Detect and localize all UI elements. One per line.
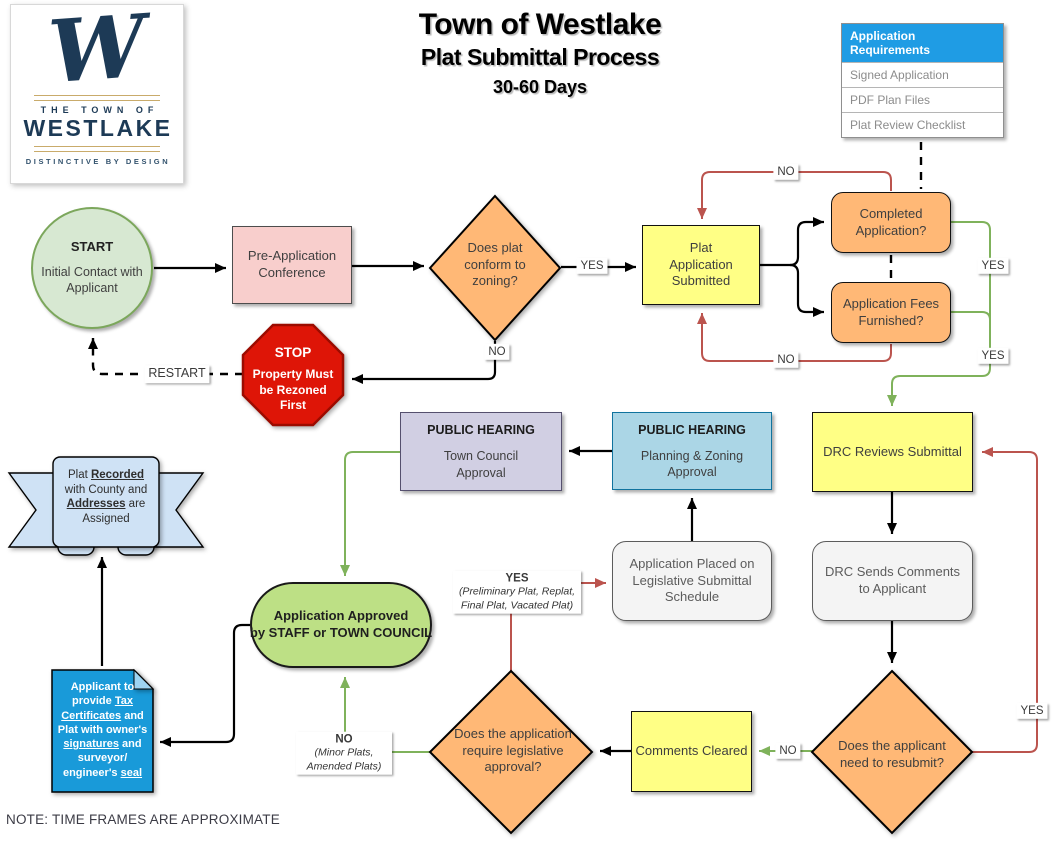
requirements-header: Application Requirements [842, 24, 1003, 62]
stop-title: STOP [274, 345, 312, 360]
applicant-document-node [51, 668, 155, 793]
edge-resubmit-yes-loop [972, 447, 1038, 753]
resubmit-decision-node [810, 669, 974, 835]
edge-council-to-approved [340, 451, 400, 576]
pre-application-node: Pre-Application Conference [232, 226, 352, 304]
requirement-item: Signed Application [842, 62, 1003, 87]
stop-node [241, 323, 345, 427]
label-no-legislative: NO (Minor Plats, Amended Plats) [296, 731, 392, 775]
start-subtitle: Initial Contact with Applicant [41, 265, 143, 296]
hearing-pz-node: PUBLIC HEARING Planning & Zoning Approva… [612, 412, 772, 490]
resubmit-decision-shape [810, 669, 974, 835]
start-title: START [70, 239, 114, 255]
comments-cleared-label: Comments Cleared [635, 743, 748, 759]
approved-line2: by STAFF or TOWN COUNCIL [249, 625, 433, 640]
label-yes-fees: YES [977, 347, 1009, 365]
hearing-pz-subtitle: Planning & Zoning Approval [640, 448, 744, 480]
logo-westlake-name: WESTLAKE [23, 115, 173, 141]
edge-fees-yes-join [951, 311, 991, 336]
approved-line1: Application Approved [273, 608, 409, 624]
legislative-decision-shape [428, 669, 594, 835]
label-no-fees: NO [773, 351, 799, 369]
application-requirements-table: Application Requirements Signed Applicat… [841, 23, 1004, 138]
hearing-council-subtitle: Town Council Approval [443, 449, 519, 480]
label-no-completed: NO [773, 163, 799, 181]
label-no-resubmit: NO [775, 742, 801, 760]
applicant-document-label: Applicant to provide Tax Certificates an… [57, 681, 148, 779]
title-line2: Plat Submittal Process [420, 44, 660, 70]
label-yes-resubmit: YES [1016, 702, 1048, 720]
hearing-council-title: PUBLIC HEARING [427, 423, 535, 438]
stop-subtitle: Property Must be Rezoned First [252, 367, 334, 412]
edge-zoning-no-to-stop [352, 341, 497, 384]
edge-restart-to-start [88, 338, 243, 376]
recorded-banner-node [7, 456, 205, 556]
title-line1: Town of Westlake [418, 8, 662, 41]
label-yes-legislative: YES (Preliminary Plat, Replat, Final Pla… [453, 570, 581, 614]
banner-panel [52, 456, 160, 548]
hearing-council-node: PUBLIC HEARING Town Council Approval [400, 412, 562, 491]
logo-gold-rule-top [34, 95, 160, 101]
hearing-pz-title: PUBLIC HEARING [638, 422, 746, 437]
plat-submitted-label: Plat Application Submitted [669, 239, 733, 289]
time-frames-note: NOTE: TIME FRAMES ARE APPROXIMATE [6, 812, 280, 827]
logo-gold-rule-bottom [34, 146, 160, 152]
westlake-w-icon: W [45, 0, 149, 104]
label-restart: RESTART [144, 365, 210, 383]
drc-reviews-node: DRC Reviews Submittal [812, 412, 973, 492]
document-fold-corner [133, 668, 155, 690]
requirement-item: Plat Review Checklist [842, 112, 1003, 137]
approved-node: Application Approved by STAFF or TOWN CO… [250, 582, 432, 668]
recorded-banner-label: Plat Recorded with County and Addresses … [64, 469, 148, 526]
fees-furnished-node: Application Fees Furnished? [831, 282, 951, 343]
completed-application-label: Completed Application? [855, 205, 927, 238]
drc-reviews-label: DRC Reviews Submittal [823, 443, 962, 459]
page-title: Town of Westlake Plat Submittal Process … [340, 8, 740, 98]
zoning-decision-node [428, 194, 562, 342]
zoning-decision-shape [428, 194, 562, 342]
title-line3: 30-60 Days [492, 77, 588, 97]
resubmit-decision-label: Does the applicant need to resubmit? [838, 738, 946, 770]
requirement-item: PDF Plan Files [842, 87, 1003, 112]
zoning-decision-label: Does plat conform to zoning? [464, 240, 526, 289]
pre-application-label: Pre-Application Conference [247, 248, 337, 280]
logo-the-town-of: THE TOWN OF [40, 105, 159, 115]
fees-furnished-label: Application Fees Furnished? [842, 295, 940, 328]
edge-completed-yes-to-drc [887, 221, 991, 406]
schedule-label: Application Placed on Legislative Submit… [629, 555, 755, 605]
stop-shape [241, 323, 345, 427]
completed-application-node: Completed Application? [831, 192, 951, 253]
drc-comments-label: DRC Sends Comments to Applicant [824, 564, 961, 596]
edge-approved-to-document [160, 623, 250, 747]
label-yes-zoning: YES [576, 257, 608, 275]
start-node: START Initial Contact with Applicant [31, 207, 153, 329]
comments-cleared-node: Comments Cleared [631, 711, 752, 792]
logo-tagline: DISTINCTIVE BY DESIGN [25, 157, 171, 166]
drc-comments-node: DRC Sends Comments to Applicant [812, 541, 973, 621]
schedule-node: Application Placed on Legislative Submit… [612, 541, 772, 621]
legislative-decision-label: Does the application require legislative… [454, 726, 572, 775]
document-shape [51, 669, 154, 793]
label-no-zoning: NO [484, 343, 510, 361]
legislative-decision-node [428, 669, 594, 835]
plat-submitted-node: Plat Application Submitted [642, 225, 760, 305]
westlake-logo: W THE TOWN OF WESTLAKE DISTINCTIVE BY DE… [10, 0, 184, 184]
label-yes-completed: YES [977, 257, 1009, 275]
edge-plat-to-completed [789, 217, 824, 267]
edge-plat-to-fees [789, 263, 824, 317]
